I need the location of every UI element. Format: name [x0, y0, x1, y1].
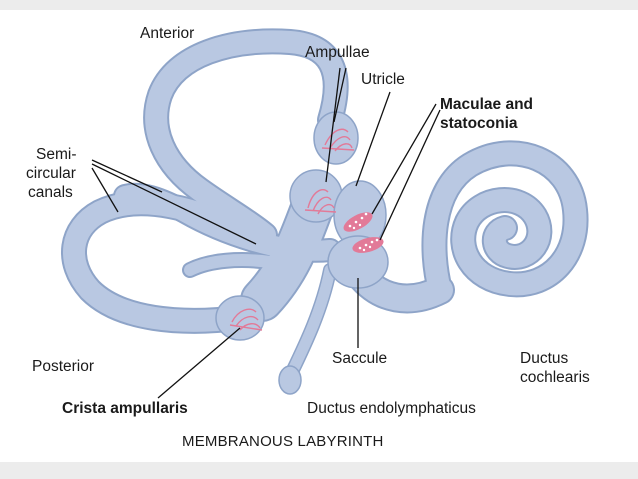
bottom-band: [0, 462, 638, 479]
label-ductus-cochlearis-line2: cochlearis: [520, 369, 590, 386]
label-utricle: Utricle: [361, 71, 405, 88]
label-anterior: Anterior: [140, 25, 195, 42]
label-semi-line3: canals: [28, 184, 73, 201]
leader-utricle: [355, 91, 391, 187]
label-ductus-endolymphaticus: Ductus endolymphaticus: [307, 400, 476, 417]
top-band: [0, 0, 638, 10]
label-maculae-line2: statoconia: [440, 115, 518, 132]
leader-crista: [157, 327, 241, 399]
diagram-caption: MEMBRANOUS LABYRINTH: [182, 433, 384, 450]
label-maculae-line1: Maculae and: [440, 96, 534, 113]
endolymphatic-sac: [278, 365, 302, 395]
leader-semi-1: [91, 159, 163, 193]
label-posterior: Posterior: [32, 358, 95, 375]
leader-maculae-2: [379, 109, 441, 241]
leader-semi-2: [91, 163, 257, 245]
crista-lateral: [304, 189, 337, 215]
crista-anterior: [321, 128, 355, 152]
label-semi-line1: Semi-: [36, 146, 77, 163]
label-saccule: Saccule: [332, 350, 388, 367]
label-ductus-cochlearis-line1: Ductus: [520, 350, 569, 367]
ampulla-anterior: [313, 111, 359, 165]
leader-ampullae-1: [333, 67, 347, 123]
label-ampullae: Ampullae: [305, 44, 370, 61]
label-semi-line2: circular: [26, 165, 76, 182]
leader-ampullae-2: [325, 67, 341, 183]
leader-maculae-1: [371, 103, 437, 215]
leader-semi-3: [91, 167, 119, 213]
label-crista-ampullaris: Crista ampullaris: [62, 400, 188, 417]
crista-posterior: [229, 308, 263, 331]
